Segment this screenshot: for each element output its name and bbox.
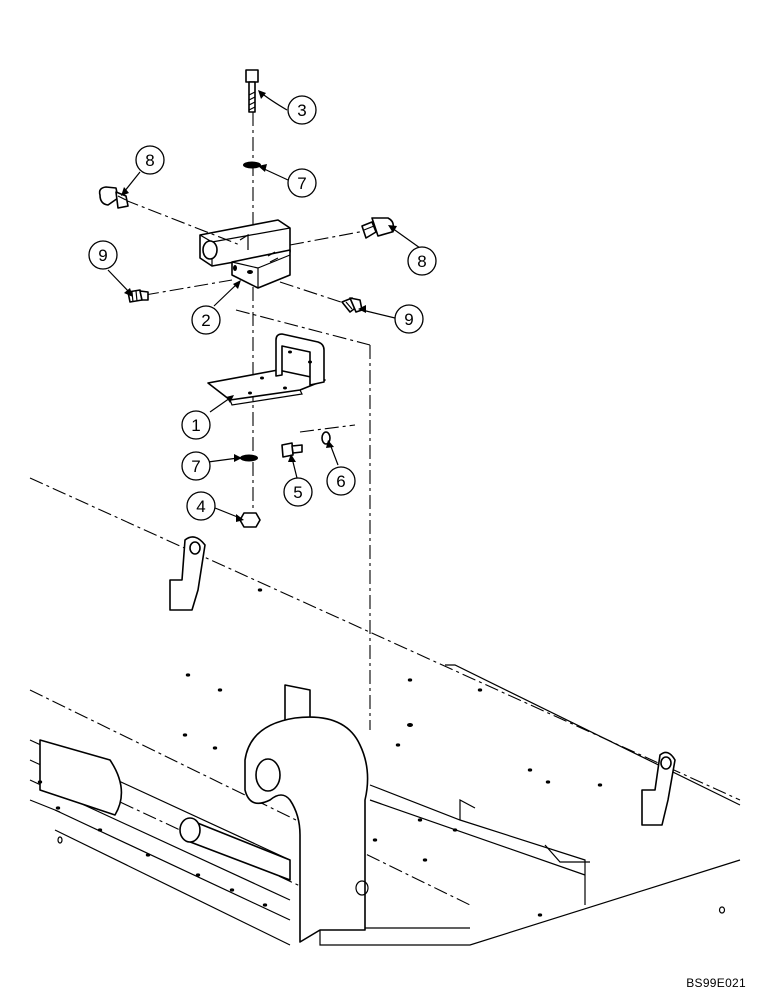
svg-text:7: 7 bbox=[297, 174, 306, 193]
svg-text:7: 7 bbox=[191, 457, 200, 476]
straight-fitting-right bbox=[341, 297, 363, 313]
chassis-frame bbox=[29, 309, 741, 946]
svg-text:8: 8 bbox=[145, 151, 154, 170]
callout-6: 6 bbox=[326, 466, 356, 496]
callouts: 3 7 8 8 9 2 9 1 bbox=[88, 95, 437, 521]
svg-text:6: 6 bbox=[336, 472, 345, 491]
callout-2: 2 bbox=[191, 305, 221, 335]
deck-holes bbox=[37, 588, 726, 917]
svg-text:3: 3 bbox=[297, 101, 306, 120]
svg-text:8: 8 bbox=[417, 252, 426, 271]
bolt bbox=[245, 69, 259, 113]
svg-text:9: 9 bbox=[98, 246, 107, 265]
elbow-fitting-left bbox=[98, 186, 129, 209]
mounting-bracket bbox=[207, 333, 326, 406]
exploded-parts bbox=[98, 69, 395, 528]
callout-7-bottom: 7 bbox=[181, 451, 211, 481]
callout-9-left: 9 bbox=[88, 240, 118, 270]
valve-block bbox=[199, 219, 291, 289]
svg-text:2: 2 bbox=[201, 311, 210, 330]
elbow-fitting-right bbox=[361, 217, 395, 239]
callout-8-left: 8 bbox=[135, 145, 165, 175]
svg-text:1: 1 bbox=[191, 416, 200, 435]
callout-8-right: 8 bbox=[407, 246, 437, 276]
reference-code: BS99E021 bbox=[686, 976, 746, 990]
svg-text:4: 4 bbox=[196, 497, 205, 516]
svg-text:9: 9 bbox=[404, 310, 413, 329]
washer-bottom bbox=[240, 454, 258, 462]
callout-9-right: 9 bbox=[394, 304, 424, 334]
callout-1: 1 bbox=[181, 410, 211, 440]
callout-3: 3 bbox=[287, 95, 317, 125]
callout-7-top: 7 bbox=[287, 168, 317, 198]
callout-5: 5 bbox=[283, 477, 313, 507]
leader-lines bbox=[107, 90, 421, 522]
callout-4: 4 bbox=[186, 491, 216, 521]
washer-top bbox=[243, 161, 261, 169]
cap-screw bbox=[281, 442, 303, 458]
svg-text:5: 5 bbox=[293, 483, 302, 502]
